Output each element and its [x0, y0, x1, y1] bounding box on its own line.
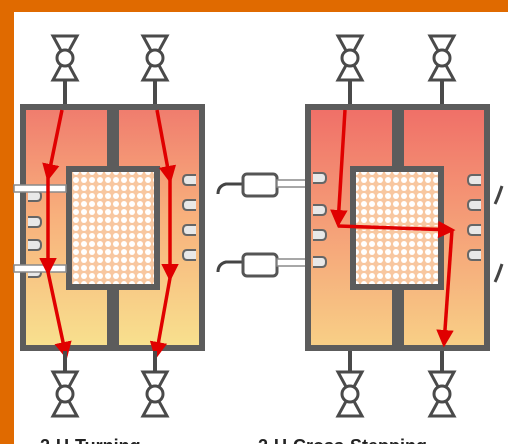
right-outlet-hook-upper-icon [493, 185, 504, 205]
caption-left: 2-U-Turning [40, 436, 141, 444]
inlet-hook-upper-icon [216, 182, 244, 195]
caption-right: 2-U-Cross-Stepping [258, 436, 427, 444]
right-flow-arrows [330, 109, 456, 348]
right-outlet-hook-lower-icon [493, 263, 504, 283]
left-pipe-lower [13, 264, 67, 273]
left-flow-arrows [39, 109, 179, 360]
inlet-box-upper [241, 172, 279, 198]
inlet-hook-lower-icon [216, 260, 244, 273]
inlet-box-lower [241, 252, 279, 278]
left-tube-bank [72, 172, 154, 284]
left-pipe-upper [13, 184, 67, 193]
left-module [13, 34, 205, 418]
right-module [305, 34, 504, 418]
